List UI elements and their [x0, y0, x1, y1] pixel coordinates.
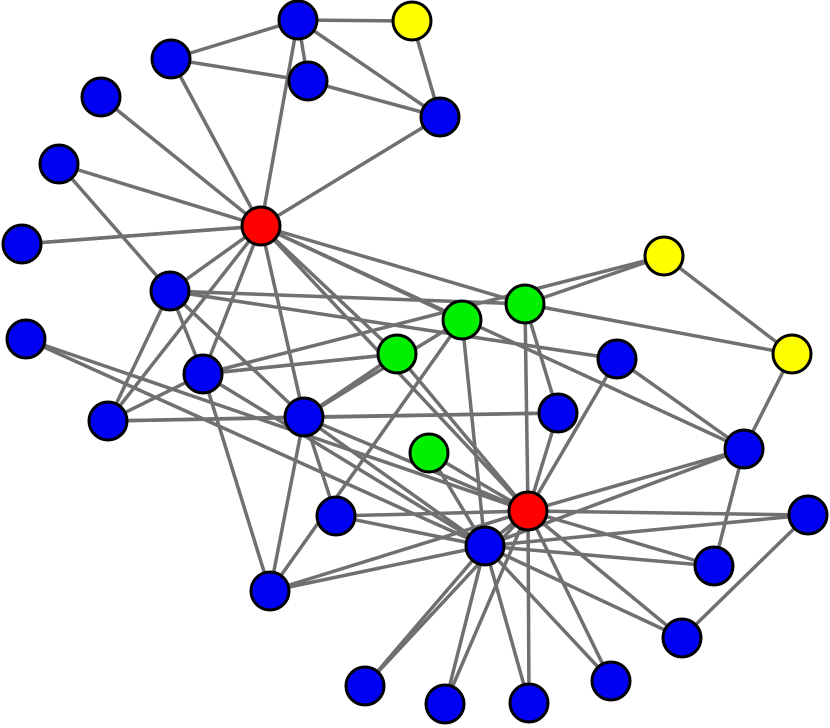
edge-n16-n26 — [460, 318, 487, 548]
node-green-n14 — [376, 333, 418, 375]
edge-n13-n26 — [201, 372, 487, 548]
edge-n10-n15 — [662, 254, 794, 356]
edge-n26-n31 — [443, 544, 487, 706]
edge-n17-n25 — [268, 415, 306, 593]
edge-n21-n24 — [526, 447, 746, 513]
edge-n1-n8 — [259, 18, 300, 228]
node-red-n24 — [507, 490, 549, 532]
edge-n4-n5 — [306, 79, 442, 119]
edge-n20-n24 — [526, 357, 619, 513]
edge-n17-n26 — [302, 415, 487, 548]
node-blue-n34 — [5, 318, 47, 360]
edge-n13-n25 — [201, 372, 272, 593]
edge-n26-n34 — [24, 337, 487, 548]
node-red-n8 — [240, 205, 282, 247]
edge-n1-n3 — [169, 18, 300, 61]
edge-n7-n11 — [57, 162, 172, 293]
edge-n12-n15 — [523, 302, 794, 356]
edge-n10-n13 — [201, 254, 666, 376]
node-blue-n18 — [87, 400, 129, 442]
edge-n24-n28 — [526, 509, 810, 517]
node-green-n12 — [504, 283, 546, 325]
node-blue-n30 — [344, 665, 386, 707]
node-blue-n21 — [723, 428, 765, 470]
edge-n24-n25 — [268, 509, 530, 593]
edge-n24-n34 — [24, 337, 530, 513]
node-yellow-n2 — [391, 0, 433, 42]
edge-n24-n22 — [334, 509, 530, 518]
node-blue-n5 — [419, 96, 461, 138]
edge-n24-n32 — [526, 509, 531, 705]
edge-n25-n26 — [268, 544, 487, 593]
edge-n26-n27 — [483, 544, 716, 568]
node-yellow-n10 — [643, 235, 685, 277]
edge-n3-n8 — [169, 57, 263, 228]
edge-n6-n8 — [99, 95, 263, 228]
node-blue-n9 — [1, 223, 43, 265]
node-blue-n28 — [787, 494, 829, 536]
edge-n24-n27 — [526, 509, 716, 568]
node-blue-n25 — [249, 570, 291, 612]
node-green-n23 — [408, 432, 450, 474]
node-blue-n29 — [661, 617, 703, 659]
edge-n8-n17 — [259, 224, 306, 419]
node-yellow-n15 — [771, 333, 813, 375]
edge-n26-n33 — [483, 544, 613, 683]
edge-n8-n21 — [259, 224, 746, 451]
node-blue-n27 — [693, 545, 735, 587]
edge-n28-n29 — [680, 513, 810, 640]
node-blue-n6 — [80, 76, 122, 118]
node-blue-n20 — [596, 338, 638, 380]
edge-n24-n29 — [526, 509, 684, 640]
edge-layer — [20, 18, 810, 706]
edge-n11-n17 — [168, 289, 306, 419]
node-blue-n33 — [590, 660, 632, 702]
edge-n26-n28 — [483, 513, 810, 548]
node-blue-n22 — [315, 495, 357, 537]
edge-n24-n33 — [526, 509, 613, 683]
edge-n26-n29 — [483, 544, 684, 640]
edge-n7-n8 — [57, 162, 263, 228]
node-blue-n26 — [464, 525, 506, 567]
edge-n9-n8 — [20, 224, 263, 246]
edge-n20-n21 — [615, 357, 746, 451]
node-blue-n19 — [537, 392, 579, 434]
edge-n1-n5 — [296, 18, 442, 119]
edge-n12-n24 — [523, 302, 530, 513]
edge-n3-n4 — [169, 57, 310, 83]
node-blue-n17 — [283, 396, 325, 438]
edge-n8-n14 — [259, 224, 399, 356]
edge-n5-n8 — [259, 115, 442, 228]
node-blue-n3 — [150, 38, 192, 80]
node-blue-n13 — [182, 353, 224, 395]
edge-n8-n12 — [259, 224, 527, 306]
edge-n14-n13 — [201, 352, 399, 376]
node-blue-n31 — [424, 683, 466, 725]
edge-n26-n32 — [483, 544, 531, 705]
edge-n11-n20 — [168, 289, 619, 361]
edge-n22-n26 — [334, 514, 487, 548]
node-green-n16 — [441, 299, 483, 341]
edge-n26-n30 — [363, 544, 487, 688]
edge-n11-n18 — [106, 289, 172, 423]
node-blue-n7 — [38, 143, 80, 185]
node-blue-n11 — [149, 270, 191, 312]
edge-n10-n12 — [523, 254, 666, 306]
node-blue-n1 — [277, 0, 319, 41]
node-blue-n4 — [287, 60, 329, 102]
node-blue-n32 — [508, 682, 550, 724]
